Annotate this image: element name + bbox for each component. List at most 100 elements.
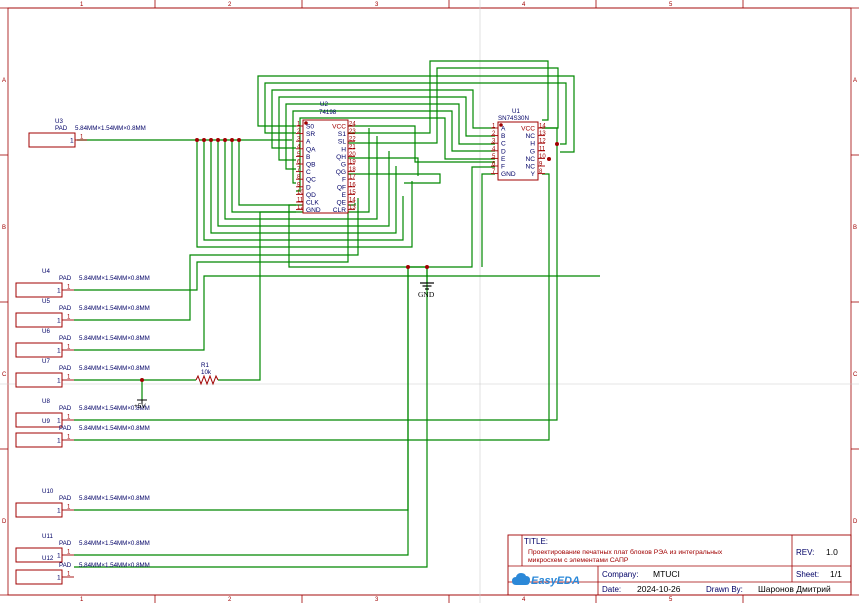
pad-size: 5.84MM×1.54MM×0.8MM — [75, 125, 146, 132]
u1-pin-number: 10 — [539, 154, 546, 160]
title-line1: Проектирование печатных плат блоков РЭА … — [528, 548, 723, 556]
pad-body — [15, 412, 63, 428]
u1-pin-name: G — [530, 148, 535, 155]
u2-pin-number: 3 — [297, 137, 301, 143]
u2-pin-name: SR — [306, 131, 315, 138]
pad-pin-label: 1 — [67, 345, 71, 351]
pad-ref: U12 — [42, 555, 54, 562]
pad-size: 5.84MM×1.54MM×0.8MM — [79, 335, 150, 342]
r1-ref: R1 — [201, 362, 209, 369]
u1-pin-name: E — [501, 156, 506, 163]
pad-pin-label: 1 — [80, 135, 84, 141]
row-label: B — [2, 225, 6, 231]
u2-pin-name: QD — [306, 192, 316, 199]
u1-pin-name: F — [501, 164, 505, 171]
pad-size: 5.84MM×1.54MM×0.8MM — [79, 305, 150, 312]
easyeda-logo: EasyEDA — [512, 573, 580, 587]
u1-pin-number: 12 — [539, 139, 546, 145]
pad-pin-number: 1 — [57, 378, 61, 385]
pad-size: 5.84MM×1.54MM×0.8MM — [79, 540, 150, 547]
u2-pin-name: QG — [336, 169, 346, 176]
pad-ref: U11 — [42, 533, 53, 540]
u2-pin-name: S1 — [338, 131, 346, 138]
u2-pin-number: 22 — [349, 137, 356, 143]
u2-pin-name: G — [341, 162, 346, 169]
pad-value: PAD — [59, 335, 72, 342]
pad-pin-number: 1 — [57, 575, 61, 582]
sheet-value: 1/1 — [830, 569, 842, 579]
row-label: A — [853, 78, 857, 84]
row-label: C — [853, 372, 858, 378]
u1-pin-number: 7 — [492, 169, 496, 175]
u2-pin-number: 12 — [297, 205, 304, 211]
u1-pin-number: 11 — [539, 146, 546, 152]
pad-value: PAD — [59, 425, 72, 432]
u2-pin-name: C — [306, 169, 311, 176]
u2-pin-name: A — [306, 139, 311, 146]
pad-pin-number: 1 — [57, 348, 61, 355]
u2-pin-number: 19 — [349, 160, 356, 166]
col-label: 3 — [375, 2, 379, 8]
u2-pin-number: 20 — [349, 152, 356, 158]
pad-pin-label: 1 — [67, 285, 71, 291]
col-label: 5 — [669, 2, 673, 8]
u1-pin-name: C — [501, 141, 506, 148]
u2-pin-number: 6 — [297, 160, 301, 166]
title-line2: микросхем с элементами САПР — [528, 557, 629, 564]
company-label: Company: — [602, 570, 638, 579]
u1-pin-name: NC — [525, 156, 535, 163]
u1-pin1-marker — [499, 123, 503, 127]
u1-pin-name: B — [501, 133, 506, 140]
u1-pin-number: 13 — [539, 131, 546, 137]
col-label: 2 — [228, 2, 232, 8]
u2-ref: U2 — [320, 101, 328, 108]
u2-pin-name: E — [342, 192, 347, 199]
u1-pin-name: NC — [525, 133, 535, 140]
u2-pin-name: H — [341, 146, 346, 153]
u2-pin-number: 14 — [349, 198, 356, 204]
u2-pin-name: QE — [336, 200, 346, 207]
u2-pin-name: QH — [336, 154, 346, 161]
col-label: 3 — [375, 597, 379, 603]
pad-ref: U5 — [42, 298, 50, 305]
u2-body — [302, 119, 349, 214]
u1-pin-number: 2 — [492, 131, 496, 137]
u1-pin-number: 6 — [492, 162, 496, 168]
pad-pin-label: 1 — [67, 505, 71, 511]
u2-pin-name: D — [306, 184, 311, 191]
pad-value: PAD — [55, 125, 68, 132]
col-label: 5 — [669, 597, 673, 603]
r1-resistor[interactable]: R1 10k — [195, 362, 219, 386]
pad-pin-label: 1 — [67, 550, 71, 556]
drawn-value: Шаронов Дмитрий — [758, 584, 831, 594]
pad-value: PAD — [59, 365, 72, 372]
u1-pin-name: H — [530, 141, 535, 148]
pad-value: PAD — [59, 495, 72, 502]
pad-ref: U10 — [42, 488, 54, 495]
pad-ref: U7 — [42, 358, 50, 365]
pad-body — [15, 342, 63, 358]
u2-pin-number: 21 — [349, 144, 356, 150]
pad-pin-number: 1 — [57, 553, 61, 560]
u2-pin1-marker — [304, 121, 308, 125]
u1-pin-name: GND — [501, 171, 516, 178]
pad-body — [15, 312, 63, 328]
pad-size: 5.84MM×1.54MM×0.8MM — [79, 495, 150, 502]
u2-pin-name: S0 — [306, 124, 314, 131]
rev-label: REV: — [796, 548, 814, 557]
u1-pin-number: 4 — [492, 146, 496, 152]
date-value: 2024-10-26 — [637, 584, 681, 594]
